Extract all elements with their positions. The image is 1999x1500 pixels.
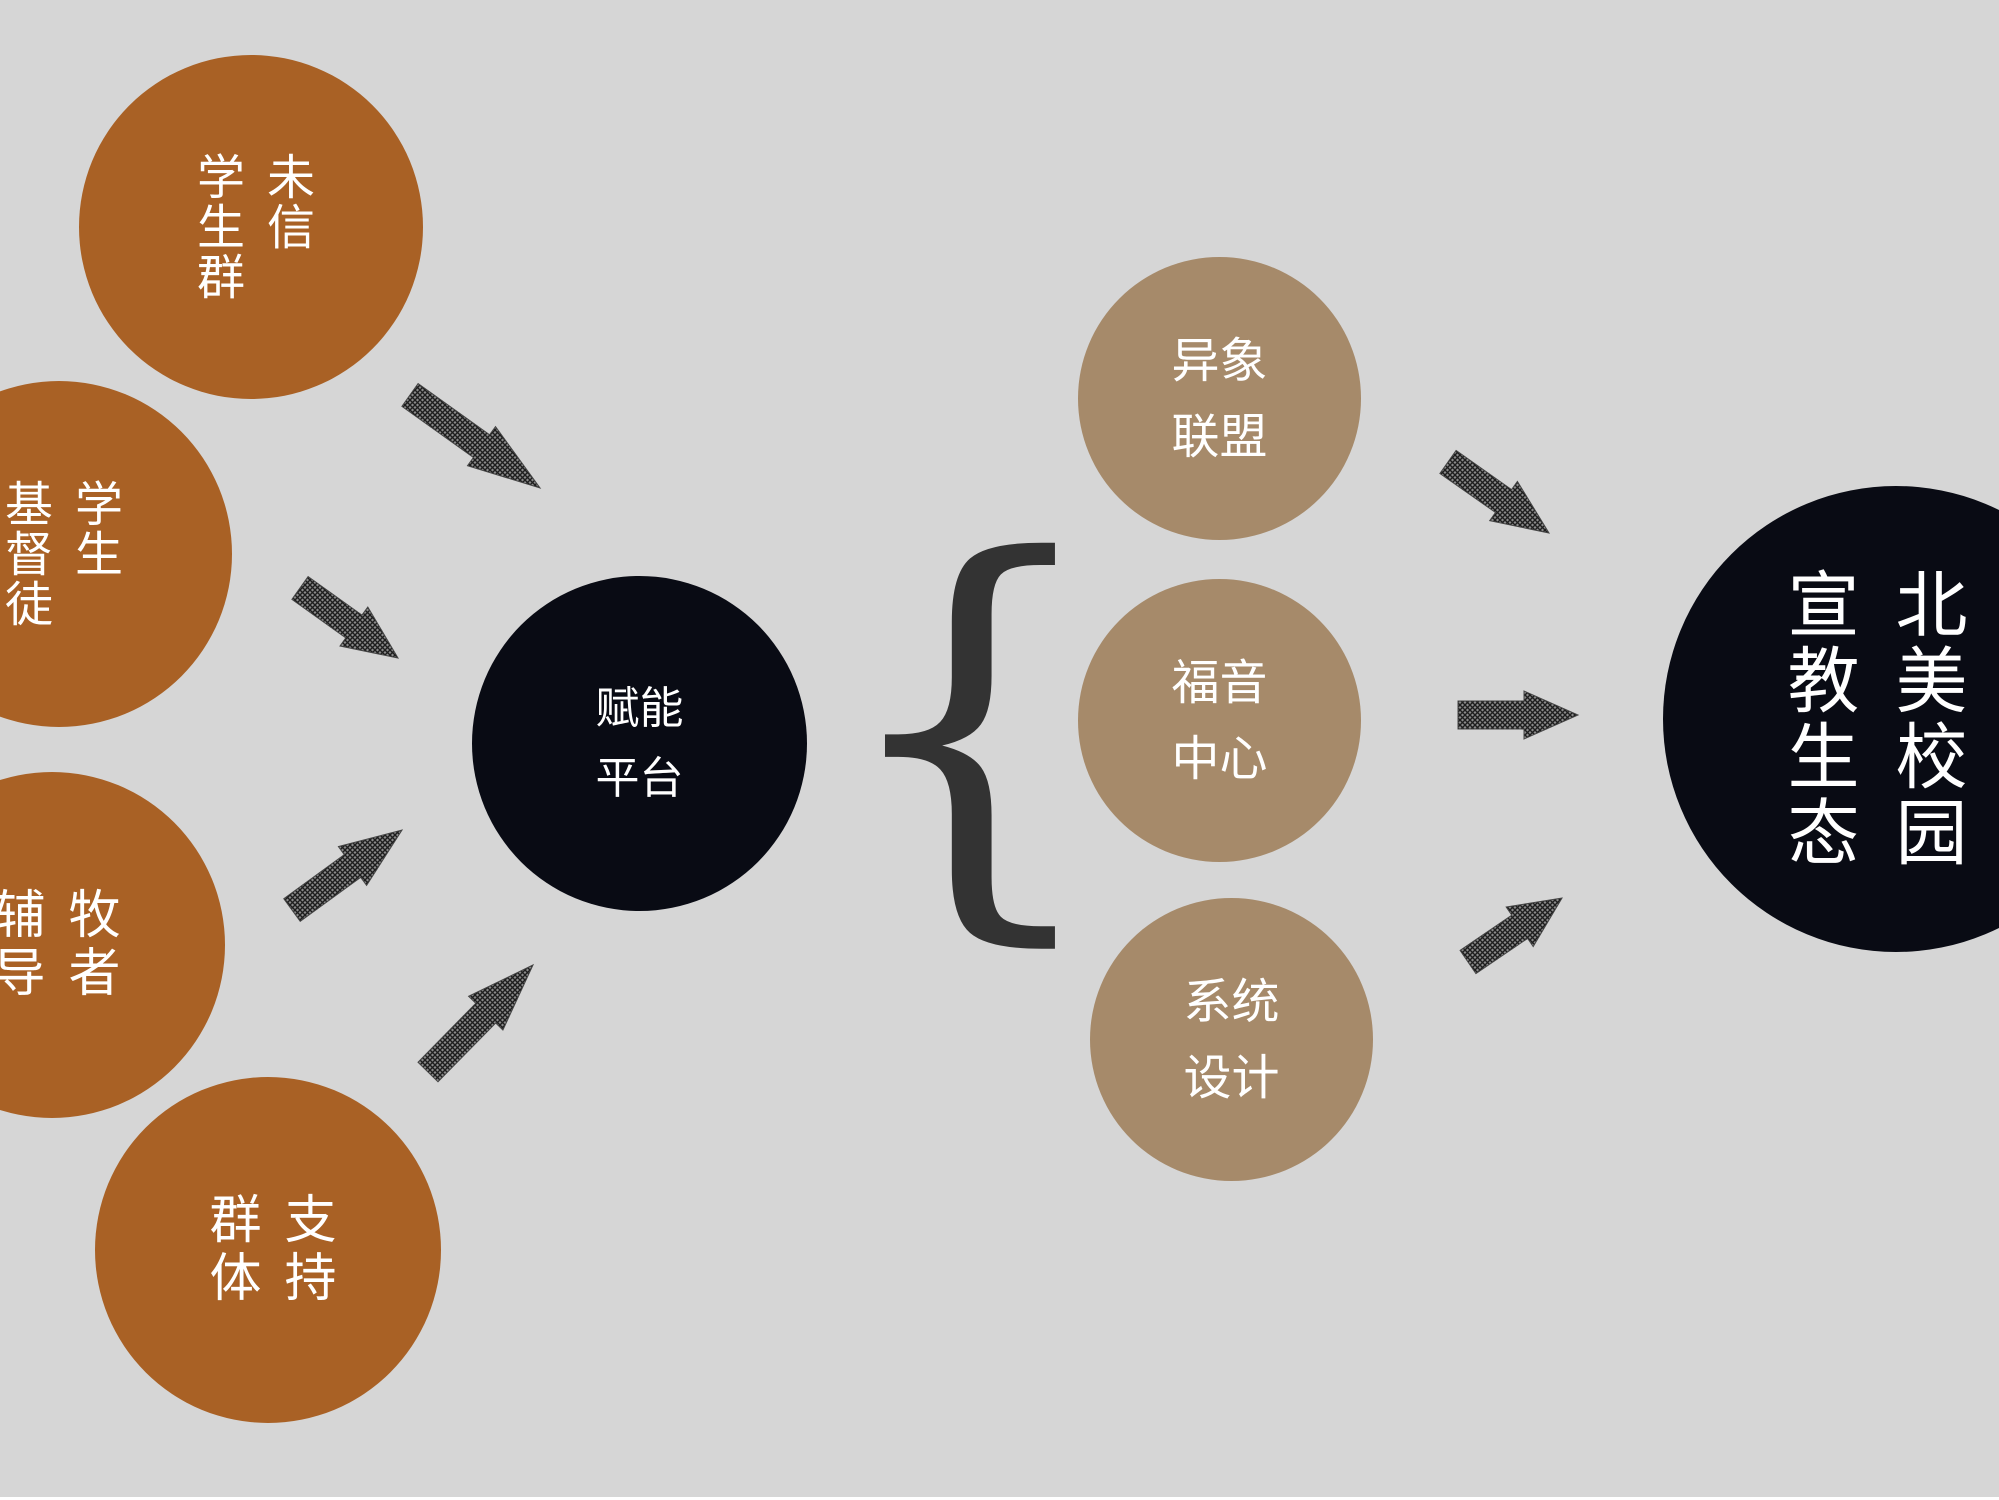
hatched-arrow-icon <box>291 575 400 659</box>
branch-label: 异象 联盟 <box>1171 332 1268 465</box>
hatched-arrow-icon <box>283 829 404 922</box>
source-label: 学生 基督徒 <box>0 479 122 629</box>
branch-label: 福音 中心 <box>1171 654 1268 787</box>
branch-label: 系统 设计 <box>1183 973 1280 1106</box>
branch-circle-system-design: 系统 设计 <box>1090 898 1373 1181</box>
source-circle-support-groups: 支持 群体 <box>95 1077 441 1423</box>
hatched-arrow-icon <box>1459 897 1563 975</box>
hatched-arrow-icon <box>1457 690 1580 740</box>
hub-circle-empowerment-platform: 赋能 平台 <box>472 576 807 911</box>
branch-circle-vision-alliance: 异象 联盟 <box>1078 257 1361 540</box>
hatched-arrow-icon <box>1439 449 1551 534</box>
hatched-arrow-icon <box>401 382 542 489</box>
target-label: 北美校园 宣教生态 <box>1775 567 1967 871</box>
hatched-arrow-icon <box>417 963 535 1083</box>
source-label: 牧者 辅导 <box>0 887 119 1003</box>
source-circle-unbelieving-students: 未信 学生群 <box>79 55 423 399</box>
source-label: 未信 学生群 <box>188 152 314 302</box>
source-label: 支持 群体 <box>200 1192 335 1308</box>
branch-circle-gospel-center: 福音 中心 <box>1078 579 1361 862</box>
hub-label: 赋能 平台 <box>595 682 684 804</box>
